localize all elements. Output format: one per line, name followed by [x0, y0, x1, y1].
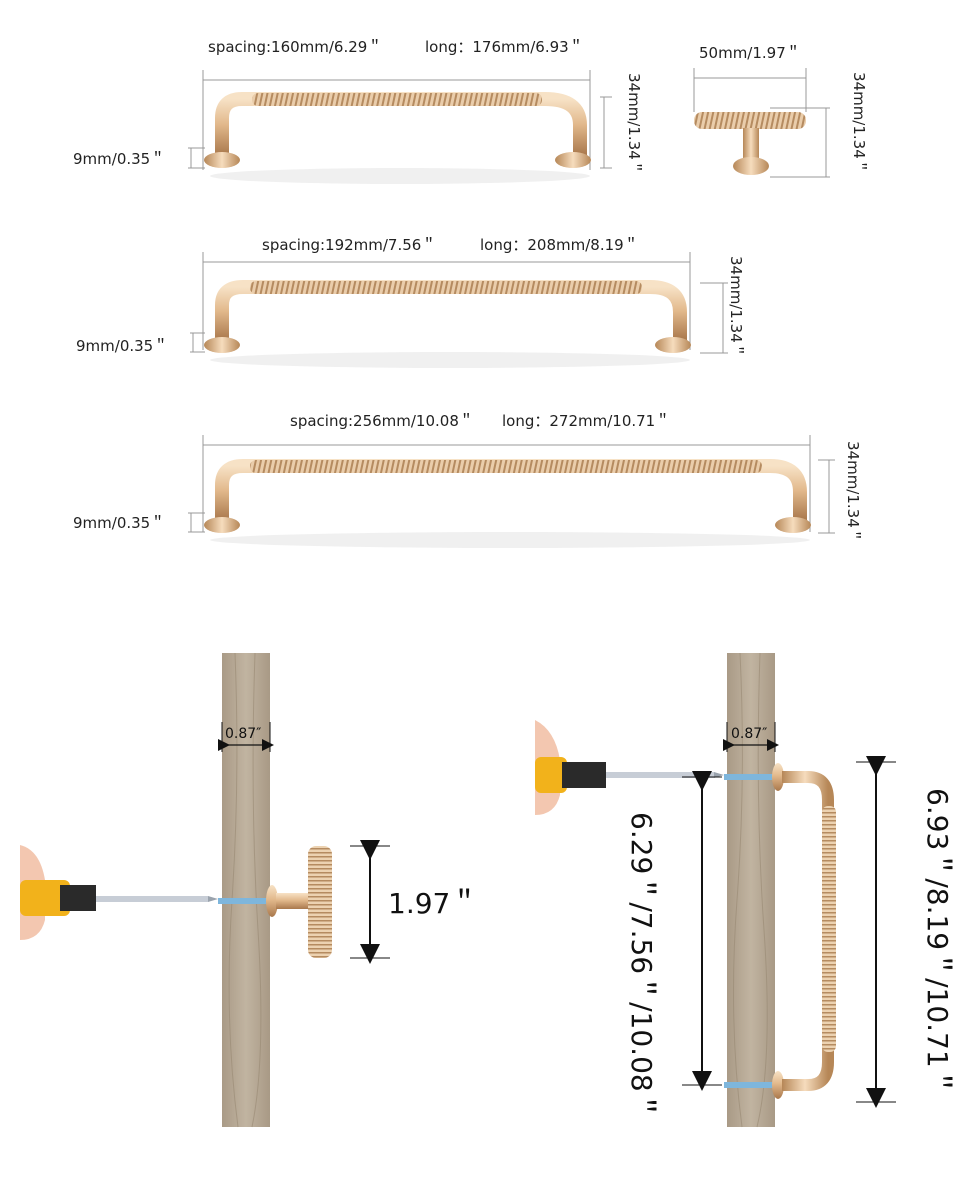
handle-192-length-label: long：208mm/8.19＂	[480, 236, 639, 254]
handle-160-height-label: 34mm/1.34＂	[625, 73, 643, 175]
handle-192-spacing-label: spacing:192mm/7.56＂	[262, 236, 437, 254]
handle-160-base-label: 9mm/0.35＂	[73, 150, 166, 168]
handle-installation-drawing	[535, 652, 896, 1128]
handle-192-base-label: 9mm/0.35＂	[76, 337, 169, 355]
knob-installation-drawing	[20, 652, 390, 1128]
handle-192-height-label: 34mm/1.34＂	[727, 256, 745, 358]
handle-192-drawing	[190, 252, 728, 368]
handle-spacing-options-label: 6.29＂/7.56＂/10.08＂	[625, 812, 658, 1120]
knob-width-label: 50mm/1.97＂	[699, 44, 801, 62]
handle-160-drawing	[188, 70, 612, 184]
handle-256-drawing	[188, 435, 835, 548]
knob-height-label: 34mm/1.34＂	[850, 72, 868, 174]
knob-drawing	[693, 68, 830, 178]
handle-256-spacing-label: spacing:256mm/10.08＂	[290, 412, 474, 430]
handle-160-length-label: long：176mm/6.93＂	[425, 38, 584, 56]
knob-panel-thickness-label: 0.87″	[225, 726, 262, 742]
handle-length-options-label: 6.93＂/8.19＂/10.71＂	[921, 788, 954, 1096]
handle-160-spacing-label: spacing:160mm/6.29＂	[208, 38, 383, 56]
handle-panel-thickness-label: 0.87″	[731, 726, 768, 742]
handle-256-height-label: 34mm/1.34＂	[844, 441, 862, 543]
knob-length-label: 1.97＂	[388, 887, 479, 920]
handle-256-length-label: long：272mm/10.71＂	[502, 412, 671, 430]
handle-256-base-label: 9mm/0.35＂	[73, 514, 166, 532]
